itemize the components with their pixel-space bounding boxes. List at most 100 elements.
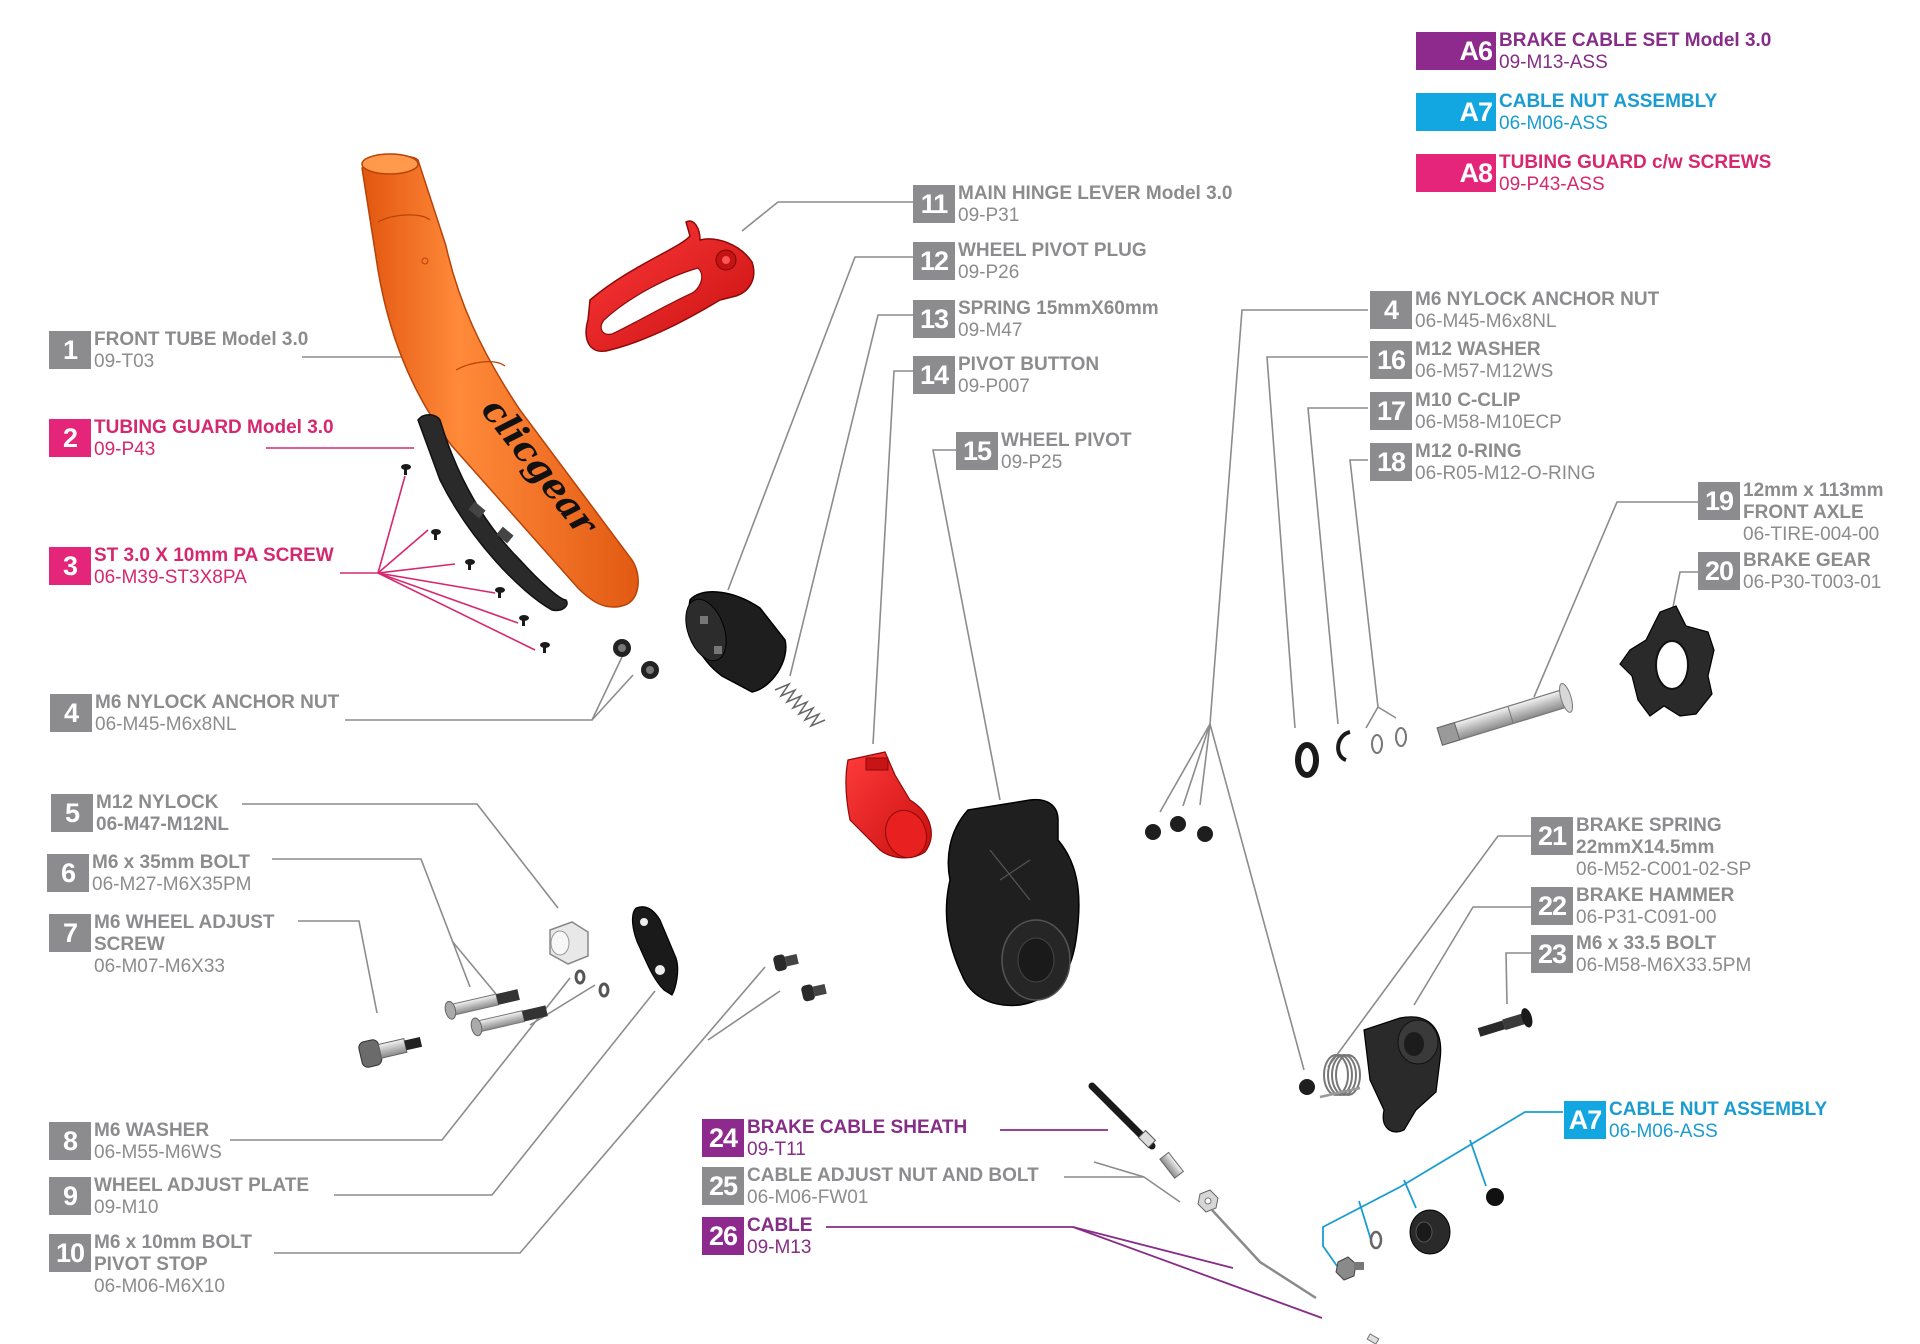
part-number-badge: 2 bbox=[49, 419, 91, 457]
leader-line-4-right-c bbox=[1199, 723, 1211, 806]
part-code: 09-P25 bbox=[1001, 452, 1063, 473]
wheel-pivot-part bbox=[945, 798, 1080, 1007]
part-name: WHEEL PIVOT bbox=[1001, 430, 1132, 451]
part-code: 06-P30-T003-01 bbox=[1743, 572, 1882, 593]
part-name: M6 x 33.5 BOLT bbox=[1576, 933, 1717, 954]
part-name: M6 NYLOCK ANCHOR NUT bbox=[95, 692, 340, 713]
leader-line-a7-e bbox=[1469, 1139, 1487, 1187]
leader-line-3-f bbox=[377, 572, 536, 651]
brake-spring-part bbox=[1319, 1054, 1361, 1099]
screw bbox=[540, 642, 550, 653]
part-number-badge: 18 bbox=[1370, 443, 1412, 481]
legend-name: CABLE NUT ASSEMBLY bbox=[1499, 91, 1718, 112]
part-name: M6 WASHER bbox=[94, 1120, 210, 1141]
part-number-badge: 12 bbox=[913, 242, 955, 280]
leader-line-a7-b bbox=[1322, 1186, 1401, 1267]
part-number-badge: 19 bbox=[1698, 482, 1740, 520]
part-name: BRAKE SPRING bbox=[1576, 815, 1722, 836]
leader-line-3-b bbox=[377, 529, 429, 574]
part-name: M6 NYLOCK ANCHOR NUT bbox=[1415, 289, 1660, 310]
anchor-nuts-left-part bbox=[613, 639, 659, 679]
legend-badge: A6 bbox=[1416, 32, 1496, 70]
part-name: BRAKE GEAR bbox=[1743, 550, 1871, 571]
part-code: 06-M55-M6WS bbox=[94, 1142, 222, 1163]
part-number-badge: 11 bbox=[913, 185, 955, 223]
part-code: 06-M57-M12WS bbox=[1415, 361, 1554, 382]
leader-lines-purple bbox=[826, 1129, 1323, 1319]
part-name-line2: PIVOT STOP bbox=[94, 1254, 208, 1275]
part-name: WHEEL PIVOT PLUG bbox=[958, 240, 1147, 261]
screw bbox=[519, 615, 529, 626]
brake-cable-sheath-part bbox=[1088, 1082, 1157, 1150]
cable-nut-assembly-parts bbox=[1335, 1188, 1504, 1281]
part-number-badge: 25 bbox=[702, 1167, 744, 1205]
part-code: 06-M39-ST3X8PA bbox=[94, 567, 247, 588]
leader-line-7 bbox=[298, 920, 378, 1014]
part-name: 12mm x 113mm bbox=[1743, 480, 1884, 501]
part-name: FRONT TUBE Model 3.0 bbox=[94, 329, 309, 350]
part-name: MAIN HINGE LEVER Model 3.0 bbox=[958, 183, 1233, 204]
bolt bbox=[773, 953, 799, 972]
legend-badge: A7 bbox=[1416, 93, 1496, 131]
part-number-badge: 4 bbox=[50, 694, 92, 732]
part-name: PIVOT BUTTON bbox=[958, 354, 1100, 375]
leader-line-10-b bbox=[707, 990, 781, 1041]
m6-33-bolt-part bbox=[1477, 1008, 1533, 1037]
part-name: M12 0-RING bbox=[1415, 441, 1522, 462]
leader-lines-cyan bbox=[1322, 1111, 1563, 1267]
leader-line-20 bbox=[1671, 571, 1698, 613]
part-number-badge: 9 bbox=[49, 1177, 91, 1215]
part-number-badge: 8 bbox=[49, 1122, 91, 1160]
part-number-badge: 13 bbox=[913, 300, 955, 338]
leader-lines-magenta bbox=[266, 447, 536, 651]
part-number-badge: 4 bbox=[1370, 291, 1412, 329]
part-number-badge: 5 bbox=[51, 794, 93, 832]
pivot-button-part bbox=[845, 751, 932, 859]
leader-line-25-b bbox=[1093, 1161, 1145, 1178]
m12-nylock-part bbox=[549, 921, 589, 965]
part-name: M6 x 10mm BOLT bbox=[94, 1232, 253, 1253]
part-code: 09-M47 bbox=[958, 320, 1023, 341]
leader-line-a7 bbox=[1399, 1111, 1563, 1188]
screw bbox=[465, 559, 475, 570]
part-number-badge: 24 bbox=[702, 1119, 744, 1157]
bolt bbox=[444, 989, 520, 1020]
part-name-line2: SCREW bbox=[94, 934, 165, 955]
part-name: BRAKE HAMMER bbox=[1576, 885, 1735, 906]
part-code: 09-P007 bbox=[958, 376, 1030, 397]
legend-name: TUBING GUARD c/w SCREWS bbox=[1499, 152, 1772, 173]
part-code: 06-M27-M6X35PM bbox=[92, 874, 252, 895]
part-code: 06-M52-C001-02-SP bbox=[1576, 859, 1752, 880]
part-code: 09-P31 bbox=[958, 205, 1020, 226]
part-code: 06-M58-M6X33.5PM bbox=[1576, 955, 1752, 976]
part-code: 06-M06-ASS bbox=[1609, 1121, 1718, 1142]
wheel-adjust-screw-part bbox=[358, 1036, 423, 1068]
part-number-badge: 10 bbox=[49, 1234, 91, 1272]
leader-line-26-b bbox=[1072, 1226, 1323, 1319]
part-name: WHEEL ADJUST PLATE bbox=[94, 1175, 309, 1196]
leader-line-6-b bbox=[451, 940, 497, 995]
part-number-badge: 16 bbox=[1370, 341, 1412, 379]
bolt bbox=[470, 1005, 548, 1037]
leader-line-5 bbox=[242, 803, 559, 909]
part-number-badge: 3 bbox=[49, 547, 91, 585]
leader-line-12 bbox=[727, 256, 913, 591]
part-name: M6 x 35mm BOLT bbox=[92, 852, 251, 873]
part-code: 09-T11 bbox=[747, 1139, 806, 1160]
screw bbox=[431, 529, 441, 540]
brake-hammer-part bbox=[1363, 1016, 1442, 1133]
part-code: 06-M45-M6x8NL bbox=[95, 714, 237, 735]
pivot-stop-bolts-part bbox=[773, 953, 827, 1002]
leader-line-4-right-d bbox=[1209, 723, 1305, 1071]
brake-gear-part bbox=[1619, 605, 1715, 717]
